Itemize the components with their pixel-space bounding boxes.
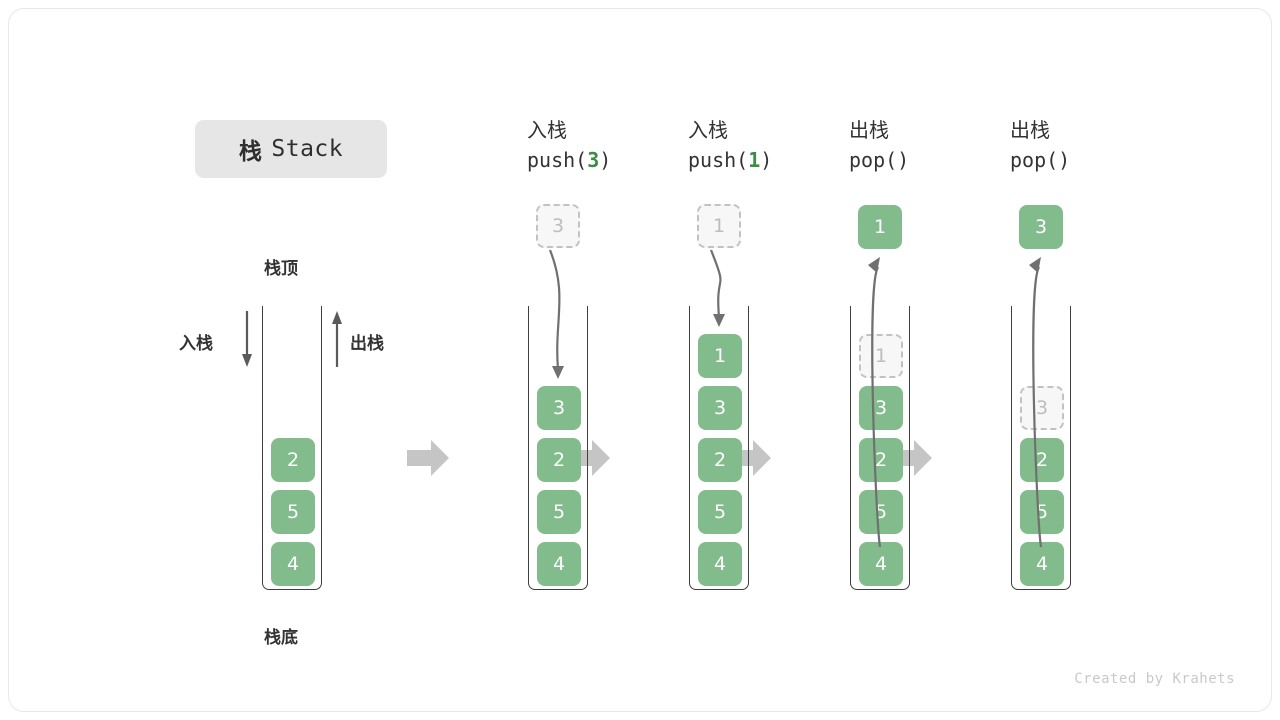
step-transition-arrow-icon <box>888 437 934 479</box>
step-operation-label: 入栈 <box>527 118 567 142</box>
step-header: 入栈 push(1) <box>688 115 848 175</box>
initial-stack-slots: 4 5 2 <box>263 430 323 586</box>
step-column-2: 入栈 push(1) <box>688 9 848 711</box>
step-header: 出栈 pop() <box>1010 115 1170 175</box>
stack-item: 2 <box>698 438 742 482</box>
stack-item: 4 <box>698 542 742 586</box>
stack-item: 2 <box>1020 438 1064 482</box>
stack-item-ghost: 3 <box>1020 386 1064 430</box>
step-operation-argument: 1 <box>748 148 761 172</box>
stack-bottom-label: 栈底 <box>264 628 298 648</box>
pop-direction-arrow-icon <box>332 311 342 367</box>
stack-item: 2 <box>271 438 315 482</box>
stack-item: 3 <box>698 386 742 430</box>
stack-item: 3 <box>859 386 903 430</box>
step-operation-code: push(3) <box>527 148 612 172</box>
title-chinese: 栈 <box>238 139 263 165</box>
stack-item: 5 <box>859 490 903 534</box>
step-header: 入栈 push(3) <box>527 115 687 175</box>
stack-item: 5 <box>1020 490 1064 534</box>
stack-item: 4 <box>537 542 581 586</box>
step-operation-argument: 3 <box>587 148 600 172</box>
stack-container: 4 5 2 <box>262 306 322 590</box>
stack-slots: 4 5 2 3 1 <box>690 326 750 586</box>
stack-container: 4 5 2 3 1 <box>689 306 749 590</box>
step-column-4: 出栈 pop() <box>1010 9 1170 711</box>
stack-item-ghost: 1 <box>859 334 903 378</box>
stack-slots: 4 5 2 3 <box>529 378 589 586</box>
stack-item: 3 <box>537 386 581 430</box>
footer-credit: Created by Krahets <box>1074 671 1235 687</box>
stack-container: 4 5 2 3 <box>528 306 588 590</box>
stack-item: 5 <box>698 490 742 534</box>
step-transition-arrow-icon <box>566 437 612 479</box>
stack-container: 4 5 2 3 <box>1011 306 1071 590</box>
popped-value: 3 <box>1019 205 1063 249</box>
stack-item: 5 <box>537 490 581 534</box>
step-operation-label: 出栈 <box>1010 118 1050 142</box>
step-column-1: 入栈 push(3) <box>527 9 687 711</box>
step-operation-label: 出栈 <box>849 118 889 142</box>
step-operation-code: pop() <box>1010 148 1071 172</box>
diagram-title-chip: 栈 Stack <box>195 120 387 178</box>
pending-push-value: 3 <box>536 204 580 248</box>
stack-top-label: 栈顶 <box>264 259 298 279</box>
stack-item: 4 <box>1020 542 1064 586</box>
stack-item: 4 <box>859 542 903 586</box>
stack-item: 5 <box>271 490 315 534</box>
step-column-3: 出栈 pop() <box>849 9 1009 711</box>
stack-item: 1 <box>698 334 742 378</box>
step-transition-arrow-icon <box>727 437 773 479</box>
stack-slots: 4 5 2 3 <box>1012 378 1072 586</box>
stack-item: 2 <box>859 438 903 482</box>
stack-item: 4 <box>271 542 315 586</box>
step-operation-code: push(1) <box>688 148 773 172</box>
step-header: 出栈 pop() <box>849 115 1009 175</box>
step-operation-label: 入栈 <box>688 118 728 142</box>
push-direction-label: 入栈 <box>179 334 213 354</box>
stack-item: 2 <box>537 438 581 482</box>
title-english: Stack <box>271 136 344 162</box>
step-operation-code: pop() <box>849 148 910 172</box>
pop-direction-label: 出栈 <box>350 334 384 354</box>
pending-push-value: 1 <box>697 204 741 248</box>
stack-slots: 4 5 2 3 1 <box>851 326 911 586</box>
push-direction-arrow-icon <box>242 311 252 367</box>
popped-value: 1 <box>858 205 902 249</box>
step-transition-arrow-icon <box>405 437 451 479</box>
stack-container: 4 5 2 3 1 <box>850 306 910 590</box>
diagram-card: 栈 Stack 栈顶 入栈 出栈 4 5 2 栈底 入栈 push(3) 入栈 push(… <box>8 8 1272 712</box>
